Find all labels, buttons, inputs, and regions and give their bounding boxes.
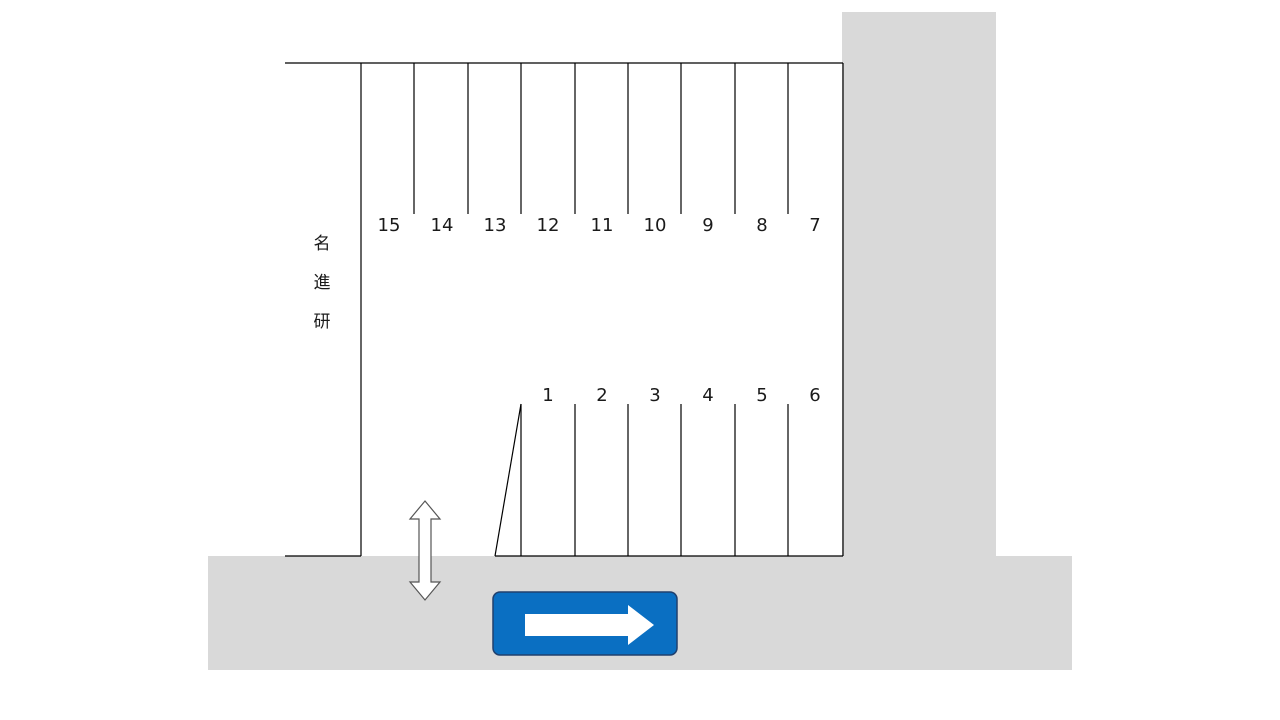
slot-number-3: 3 xyxy=(649,385,660,406)
building-label: 名 進 研 xyxy=(314,234,331,332)
lot-outline xyxy=(285,62,844,557)
double-headed-arrow-icon xyxy=(408,500,442,601)
slot-number-8: 8 xyxy=(756,215,767,236)
slot-number-12: 12 xyxy=(537,215,560,236)
slot-number-1: 1 xyxy=(542,385,553,406)
top-row-slot-numbers: 15 14 13 12 11 10 9 8 7 xyxy=(378,215,821,236)
building-label-char-2: 進 xyxy=(314,273,331,293)
slot-number-6: 6 xyxy=(809,385,820,406)
right-road xyxy=(842,12,996,558)
slot-number-14: 14 xyxy=(431,215,454,236)
slot-number-4: 4 xyxy=(702,385,713,406)
bottom-row-dividers xyxy=(494,403,789,557)
slot-number-15: 15 xyxy=(378,215,401,236)
slot-number-11: 11 xyxy=(591,215,614,236)
slot-number-7: 7 xyxy=(809,215,820,236)
slot-number-2: 2 xyxy=(596,385,607,406)
building-label-char-1: 名 xyxy=(314,234,331,254)
slot-number-9: 9 xyxy=(702,215,713,236)
top-row-dividers xyxy=(413,63,789,214)
slot-number-5: 5 xyxy=(756,385,767,406)
one-way-arrow-sign-icon xyxy=(492,591,678,656)
slot-number-10: 10 xyxy=(644,215,667,236)
slot-number-13: 13 xyxy=(484,215,507,236)
bottom-row-slot-numbers: 1 2 3 4 5 6 xyxy=(542,385,820,406)
building-label-char-3: 研 xyxy=(314,312,331,332)
